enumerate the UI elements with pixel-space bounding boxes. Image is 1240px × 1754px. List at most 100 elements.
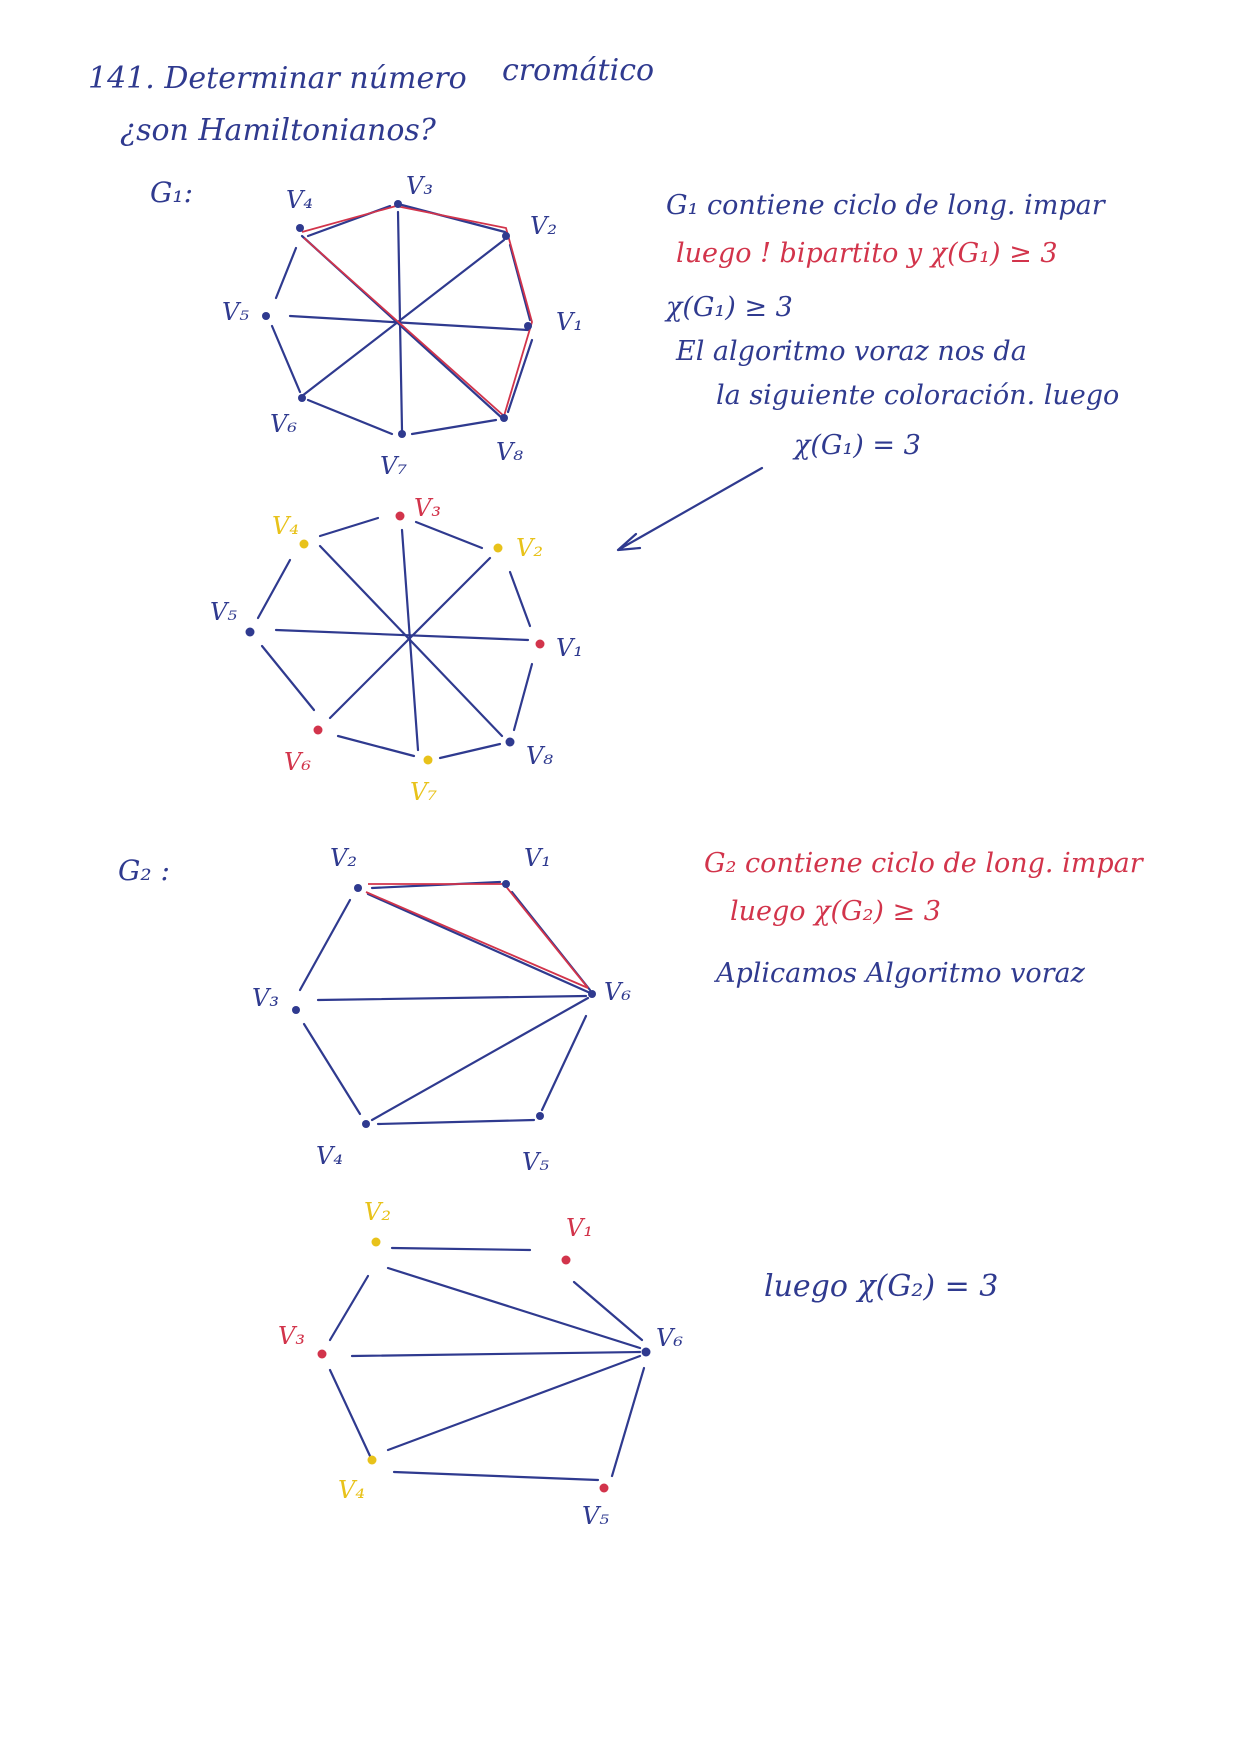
g1-vertex-v4	[296, 224, 304, 232]
g2-edge-v2-v6	[366, 892, 590, 994]
g1c-edge-v8-v7	[438, 742, 502, 760]
g2-note-line4: luego χ(G₂) = 3	[764, 1269, 998, 1304]
g2-vertex-v5	[536, 1112, 544, 1120]
g2-label-v2: V₂	[330, 844, 357, 872]
g2-edge-v3-v6	[316, 994, 588, 1002]
g2-label-v3: V₃	[252, 984, 279, 1012]
graph1-label: G₁:	[150, 176, 193, 209]
g2-label-v1: V₁	[524, 844, 551, 872]
g1c-edge-v1-v8	[512, 662, 534, 732]
g1-vertex-v6	[298, 394, 306, 402]
g1-vertex-v1	[524, 322, 532, 330]
g2-edge-v6-v5	[540, 1014, 588, 1112]
g1c-vertex-v3	[395, 511, 405, 521]
g1-label-v1: V₁	[556, 308, 583, 336]
g2c-vertex-v1	[561, 1255, 571, 1265]
g1-vertex-v8	[500, 414, 508, 422]
g2-edge-v2-v1	[370, 880, 502, 890]
g2c-label-v2: V₂	[364, 1198, 391, 1226]
g2c-edge-v5-v4	[392, 1470, 600, 1482]
g1-vertex-v7	[398, 430, 406, 438]
g1-label-v2: V₂	[530, 212, 557, 240]
g1-edge-v5-v1	[288, 314, 530, 332]
g1-label-v3: V₃	[406, 172, 433, 200]
g2-label-v5: V₅	[522, 1148, 549, 1176]
g1-edge-v2-v6	[300, 238, 506, 398]
g2-vertex-v6	[588, 990, 596, 998]
g1-label-v5: V₅	[222, 298, 249, 326]
g1-vertex-v5	[262, 312, 270, 320]
g2-vertex-v4	[362, 1120, 370, 1128]
g2c-edge-v4-v3	[328, 1368, 372, 1458]
g2-label-v4: V₄	[316, 1142, 343, 1170]
g2-edge-v4-v6	[370, 996, 590, 1122]
g1-edge-v6-v5	[270, 324, 302, 394]
g2c-label-v6: V₆	[656, 1324, 683, 1352]
g2-vertex-v2	[354, 884, 362, 892]
g1c-vertex-v1	[535, 639, 545, 649]
title-line1-b: cromático	[502, 53, 654, 88]
g1-label-v7: V₇	[380, 452, 407, 480]
g2c-edge-v3-v2	[328, 1274, 370, 1342]
g2c-vertex-v2	[371, 1237, 381, 1247]
graph2-diagram: V₁ V₂ V₃ V₄ V₅ V₆	[252, 844, 631, 1176]
g1c-vertex-v4	[299, 539, 309, 549]
g1c-edge-v5-v4	[256, 558, 292, 620]
g1-note-line6: χ(G₁) = 3	[792, 430, 921, 461]
g2-note-line3: Aplicamos Algoritmo voraz	[713, 958, 1086, 989]
g1-note-line3: χ(G₁) ≥ 3	[664, 292, 793, 323]
g1-note-line4: El algoritmo voraz nos da	[675, 336, 1027, 367]
g1c-edge-v7-v6	[336, 734, 416, 758]
g1-label-v8: V₈	[496, 438, 523, 466]
g2-vertex-v1	[502, 880, 510, 888]
g2c-edge-v6-v5	[610, 1366, 646, 1478]
g1-edge-v5-v4	[274, 246, 298, 300]
g1c-vertex-v8	[505, 737, 515, 747]
g2c-vertex-v3	[317, 1349, 327, 1359]
g2-edge-v3-v2	[298, 898, 352, 992]
g2-edge-v5-v4	[376, 1118, 536, 1126]
g2c-edge-v4-v6	[386, 1354, 642, 1452]
g1c-edge-v6-v5	[260, 644, 316, 712]
g1c-vertex-v7	[423, 755, 433, 765]
g1-label-v6: V₆	[270, 410, 297, 438]
g1c-vertex-v2	[493, 543, 503, 553]
g2c-label-v5: V₅	[582, 1502, 609, 1530]
g1c-edge-v4-v3	[318, 516, 380, 538]
g1-edge-v7-v6	[306, 398, 394, 436]
graph2-colored-diagram: V₁ V₂ V₃ V₄ V₅ V₆	[278, 1198, 683, 1530]
g2-odd-cycle-highlight	[365, 883, 589, 989]
g1c-edge-v2-v1	[508, 570, 532, 628]
arrow-to-coloring	[616, 466, 764, 552]
g2-vertex-v3	[292, 1006, 300, 1014]
graph1-diagram: V₁ V₂ V₃ V₄ V₅ V₆ V₇ V₈	[222, 172, 583, 480]
g1c-edge-v3-v2	[414, 520, 484, 550]
g1c-edge-v4-v8	[318, 544, 504, 738]
title-line1-a: 141. Determinar número	[88, 61, 467, 96]
g1c-label-v6: V₆	[284, 748, 311, 776]
g2-edge-v4-v3	[302, 1022, 362, 1116]
g1c-label-v2: V₂	[516, 534, 543, 562]
g2-note-line1: G₂ contiene ciclo de long. impar	[704, 848, 1145, 879]
g2-note-line2: luego χ(G₂) ≥ 3	[730, 896, 941, 927]
g1-edge-v1-v8	[506, 338, 534, 414]
g2c-edge-v3-v6	[350, 1350, 642, 1358]
g1-note-line1: G₁ contiene ciclo de long. impar	[666, 190, 1107, 221]
g1-label-v4: V₄	[286, 186, 313, 214]
g1c-edge-v5-v1	[274, 628, 530, 642]
g2c-label-v1: V₁	[566, 1214, 593, 1242]
g2c-label-v4: V₄	[338, 1476, 365, 1504]
g2c-edge-v2-v6	[386, 1266, 642, 1350]
g1c-label-v3: V₃	[414, 494, 441, 522]
g2c-edge-v2-v1	[390, 1246, 532, 1252]
graph1-colored-diagram: V₃ V₂ V₁ V₈ V₇ V₆ V₅ V₄	[210, 494, 583, 806]
g1-note-line5: la siguiente coloración. luego	[716, 380, 1119, 411]
g2c-vertex-v6	[641, 1347, 651, 1357]
g1-vertex-v3	[394, 200, 402, 208]
g1c-edge-v2-v6	[328, 556, 492, 720]
g1c-label-v8: V₈	[526, 742, 553, 770]
g2c-vertex-v5	[599, 1483, 609, 1493]
g2c-label-v3: V₃	[278, 1322, 305, 1350]
g1c-vertex-v6	[313, 725, 323, 735]
